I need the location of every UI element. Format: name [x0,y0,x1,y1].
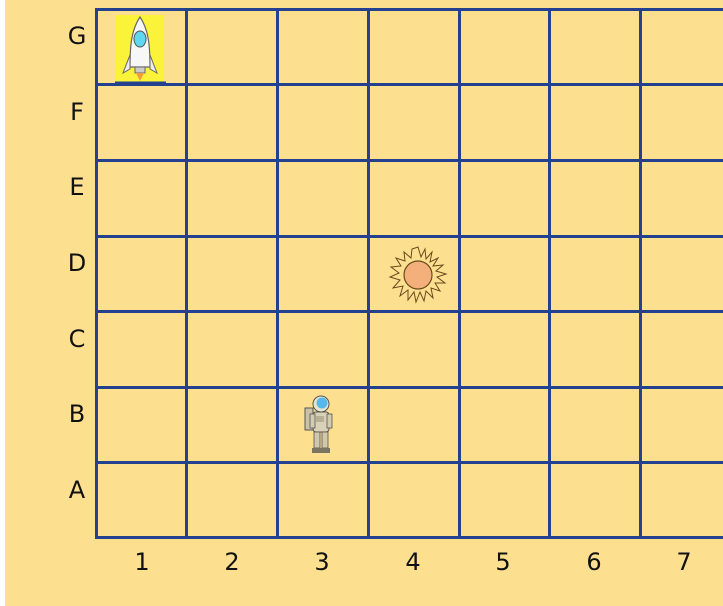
grid-line-horizontal [95,235,723,238]
grid-line-vertical [276,8,279,539]
row-label-f: F [57,98,97,126]
grid-line-vertical [367,8,370,539]
grid-line-horizontal [95,310,723,313]
astronaut-icon [302,392,336,456]
row-label-b: B [57,400,97,428]
grid-line-vertical [548,8,551,539]
grid-line-horizontal [95,8,723,11]
row-label-e: E [57,173,97,201]
grid-line-horizontal [95,461,723,464]
row-label-d: D [57,249,97,277]
grid-line-horizontal [95,83,723,86]
grid-board: G F E D C B A 1 2 3 4 5 6 7 [5,0,723,606]
row-label-a: A [57,476,97,504]
grid-line-vertical [639,8,642,539]
grid-line-horizontal [95,536,723,539]
col-label-7: 7 [664,548,704,576]
grid-line-vertical [185,8,188,539]
grid-line-vertical [95,8,98,539]
grid-line-vertical [458,8,461,539]
rocket-icon [113,13,167,86]
col-label-3: 3 [302,548,342,576]
col-label-4: 4 [393,548,433,576]
row-label-g: G [57,22,97,50]
sun-icon [383,243,453,307]
col-label-6: 6 [574,548,614,576]
grid-line-horizontal [95,159,723,162]
col-label-1: 1 [122,548,162,576]
grid-line-horizontal [95,386,723,389]
row-label-c: C [57,325,97,353]
col-label-5: 5 [483,548,523,576]
col-label-2: 2 [212,548,252,576]
